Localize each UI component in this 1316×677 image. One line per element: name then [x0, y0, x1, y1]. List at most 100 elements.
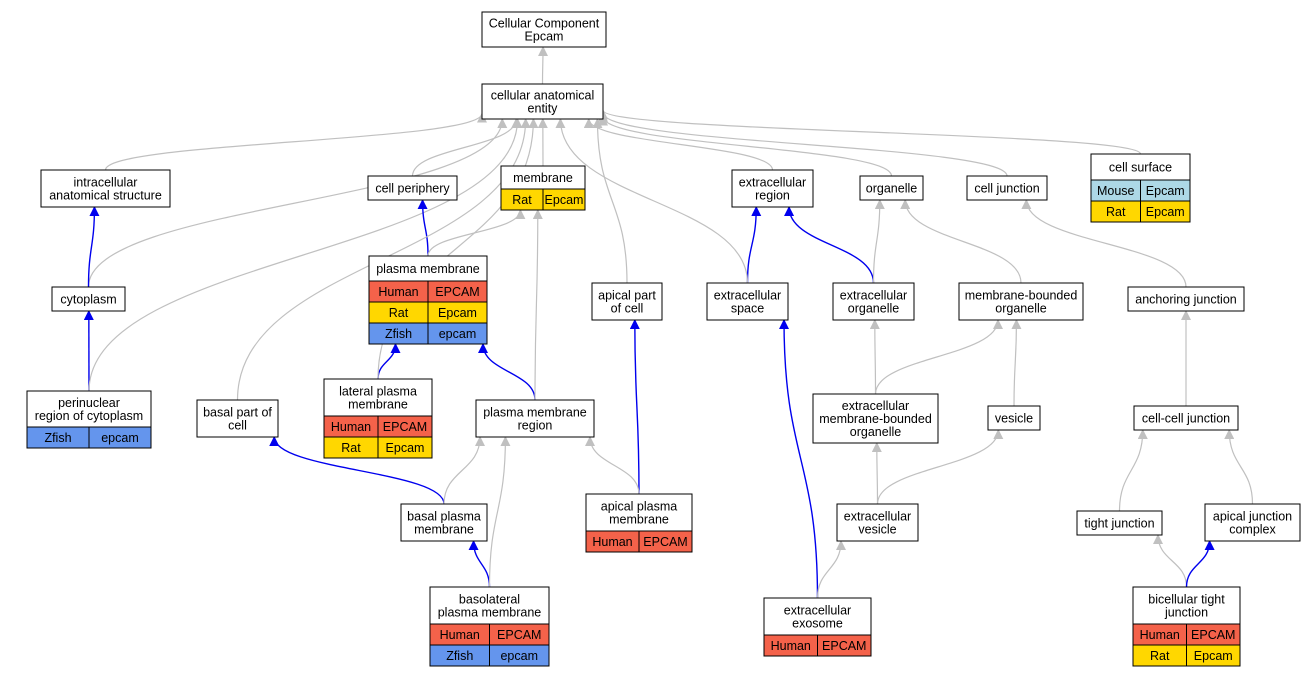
edge-cytoplasm-to-cae: [87, 118, 508, 288]
node-label: cytoplasm: [60, 293, 116, 307]
node-label: extracellular: [739, 176, 806, 190]
edge-blpm-to-pmr: [488, 436, 511, 588]
edge-exosome-to-ecvesicle: [816, 540, 846, 599]
edge-bpm-to-basalpart: [269, 436, 445, 505]
node-anchoring[interactable]: anchoring junction: [1127, 286, 1245, 312]
gene-cell: [1186, 644, 1241, 667]
edge-pmr-to-membrane: [532, 209, 543, 401]
edge-perinuclear-to-cae: [88, 118, 523, 392]
node-box: [859, 175, 924, 201]
gene-cell: [817, 634, 872, 657]
node-box: [1076, 510, 1163, 536]
edge-organelle-to-cae: [598, 115, 893, 177]
edge-periphery-to-cae: [411, 118, 522, 177]
node-label: apical junction: [1213, 510, 1292, 524]
species-label: Rat: [389, 306, 409, 320]
edge-pmr-to-pm: [478, 343, 536, 401]
node-label: basal part of: [203, 406, 272, 420]
node-tight[interactable]: tight junction: [1076, 510, 1163, 536]
species-label: Zfish: [44, 431, 71, 445]
node-label: extracellular: [840, 289, 907, 303]
gene-cell: [427, 322, 488, 345]
edge-anchoring-to-celljunction: [1021, 199, 1187, 288]
node-label: basolateral: [459, 593, 520, 607]
node-box: [731, 169, 814, 208]
edge-ajc-to-ccj: [1224, 429, 1254, 505]
gene-cell: [1140, 200, 1191, 223]
species-label: Rat: [1106, 205, 1126, 219]
species-label: Human: [592, 535, 632, 549]
edge-apm-to-apicalpart: [629, 319, 640, 495]
node-label: cell: [228, 419, 247, 433]
edge-surface-to-cae: [598, 109, 1142, 155]
species-label: Human: [378, 285, 418, 299]
species-label: Human: [771, 639, 811, 653]
node-label: organelle: [995, 302, 1046, 316]
node-vesicle[interactable]: vesicle: [987, 405, 1041, 431]
node-ccj[interactable]: cell-cell junction: [1133, 405, 1239, 431]
node-cytoplasm[interactable]: cytoplasm: [51, 286, 126, 312]
edge-ecorg-to-organelle: [872, 199, 885, 284]
gene-label: Epcam: [386, 441, 425, 455]
node-box: [591, 282, 663, 321]
node-label: membrane: [348, 398, 408, 412]
node-label: Epcam: [525, 30, 564, 44]
node-label: organelle: [848, 302, 899, 316]
node-box: [987, 405, 1041, 431]
gene-label: epcam: [500, 649, 538, 663]
node-label: junction: [1164, 606, 1208, 620]
node-label: bicellular tight: [1148, 593, 1225, 607]
gene-label: EPCAM: [643, 535, 687, 549]
node-celljunction[interactable]: cell junction: [966, 175, 1048, 201]
edge-ecregion-to-cae: [583, 118, 774, 171]
node-label: lateral plasma: [339, 385, 417, 399]
node-label: vesicle: [858, 523, 896, 537]
species-label: Human: [440, 628, 480, 642]
edge-ecmbo-to-mbo: [874, 319, 1003, 395]
node-label: membrane: [513, 171, 573, 185]
node-label: complex: [1229, 523, 1276, 537]
gene-cell: [88, 426, 152, 449]
node-box: [958, 282, 1084, 321]
node-box: [481, 83, 604, 120]
node-label: organelle: [866, 182, 917, 196]
species-label: Human: [331, 420, 371, 434]
node-label: Cellular Component: [489, 17, 600, 31]
edge-apicalpart-to-cae: [592, 118, 628, 284]
gene-cell: [377, 436, 433, 459]
node-box: [481, 11, 607, 48]
node-box: [812, 393, 939, 444]
node-label: plasma membrane: [376, 262, 480, 276]
gene-cell: [489, 644, 550, 667]
node-label: extracellular: [844, 510, 911, 524]
node-periphery[interactable]: cell periphery: [367, 175, 458, 201]
node-label: anchoring junction: [1135, 293, 1237, 307]
gene-label: EPCAM: [383, 420, 427, 434]
node-box: [1204, 503, 1301, 542]
edge-celljunction-to-cae: [598, 111, 1008, 177]
node-organelle[interactable]: organelle: [859, 175, 924, 201]
